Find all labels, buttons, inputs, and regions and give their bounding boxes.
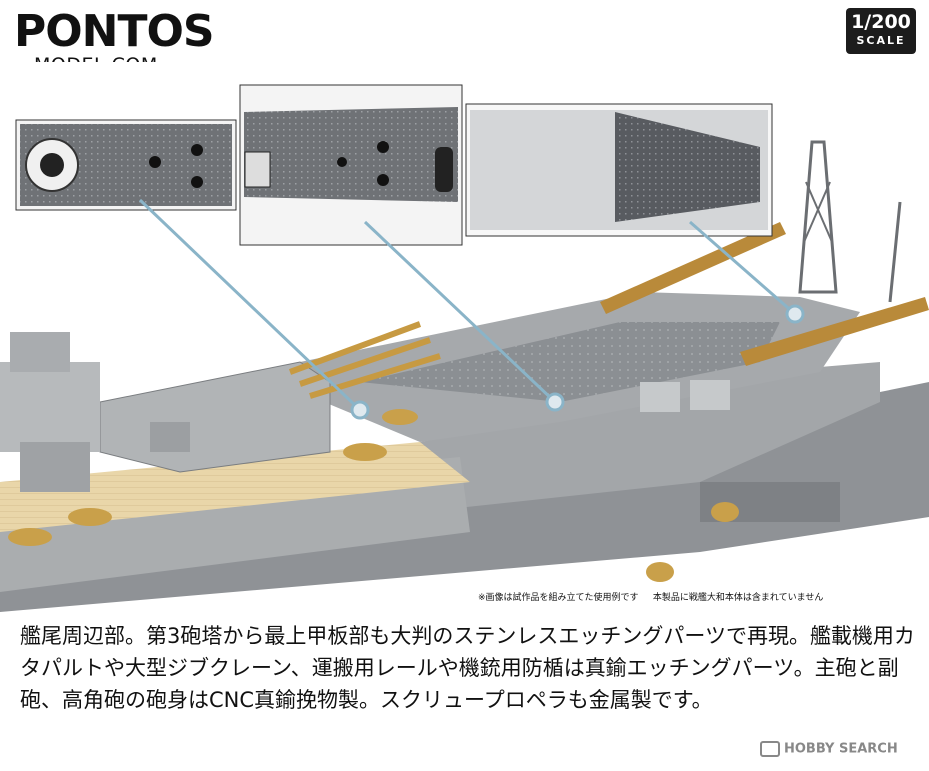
superstructure xyxy=(0,332,100,492)
scale-label: SCALE xyxy=(856,34,906,47)
brand-name: PONTOS xyxy=(14,6,215,57)
wooden-deck xyxy=(0,442,470,532)
scale-badge: 1/200 SCALE xyxy=(846,8,916,54)
jib-crane xyxy=(798,140,902,303)
watermark: HOBBY SEARCH xyxy=(760,741,898,757)
etch-inset-3 xyxy=(465,103,773,237)
propellers xyxy=(646,502,739,582)
callout-lines xyxy=(138,198,796,412)
aa-mounts xyxy=(8,380,730,546)
watermark-icon xyxy=(760,741,780,757)
product-description: 艦尾周辺部。第3砲塔から最上甲板部も大判のステンレスエッチングパーツで再現。艦載… xyxy=(20,624,915,712)
main-turret xyxy=(99,321,441,473)
catapult xyxy=(600,222,929,366)
etch-inset-1 xyxy=(15,119,237,211)
disclaimer-note-2: 本製品に戦艦大和本体は含まれていません xyxy=(652,593,824,603)
etch-inset-2 xyxy=(239,84,463,246)
scale-ratio: 1/200 xyxy=(851,11,911,33)
disclaimer-note-1: ※画像は試作品を組み立てた使用例です xyxy=(478,593,639,603)
callout-dots xyxy=(350,304,805,420)
disclaimer: ※画像は試作品を組み立てた使用例です 本製品に戦艦大和本体は含まれていません xyxy=(478,590,823,603)
product-photo xyxy=(0,62,929,612)
watermark-text: HOBBY SEARCH xyxy=(784,741,898,757)
